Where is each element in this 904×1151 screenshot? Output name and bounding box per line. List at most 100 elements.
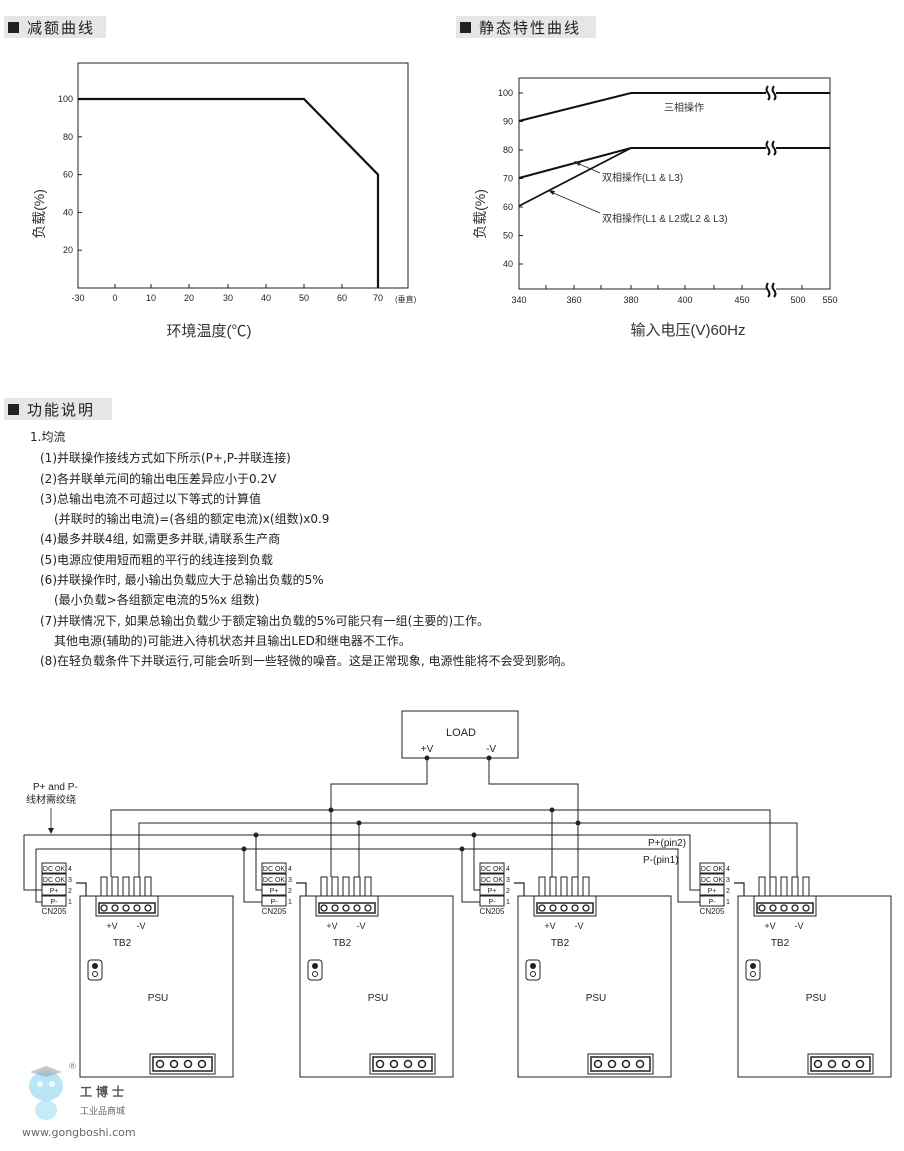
terminal-post xyxy=(320,876,328,897)
junction-dot xyxy=(328,807,334,813)
cn205-pin-label: DC OK xyxy=(43,877,66,884)
psu-body xyxy=(299,895,454,1078)
screw-icon xyxy=(353,904,361,912)
note-line: (5)电源应使用短而粗的平行的线连接到负载 xyxy=(40,552,273,567)
cn205-pin-box xyxy=(41,895,67,907)
cn205-pin-box xyxy=(261,895,287,907)
cn205-cable xyxy=(76,882,87,896)
cn205-pin-number: 2 xyxy=(726,888,730,895)
tb2-label: TB2 xyxy=(771,938,790,949)
cn205-pin-box xyxy=(479,873,505,885)
psu-body xyxy=(737,895,892,1078)
cn205-pin-label: P+ xyxy=(708,888,717,895)
screw-icon xyxy=(389,1059,399,1069)
x-tick-label: -30 xyxy=(71,293,84,303)
x-tick-label: 40 xyxy=(261,293,271,303)
junction-dot xyxy=(241,846,247,852)
cn205-cable xyxy=(296,882,307,896)
watermark-brand: 工博士 xyxy=(80,1085,129,1099)
y-tick-label: 40 xyxy=(503,259,513,269)
adjust-knob-icon xyxy=(307,959,323,981)
screw-icon xyxy=(791,904,799,912)
pos-bus-mid xyxy=(331,809,553,877)
screw-icon xyxy=(813,1059,823,1069)
psu-body xyxy=(79,895,234,1078)
terminal-post xyxy=(331,876,339,897)
arrow-icon xyxy=(574,161,581,166)
p-minus-bus-label: P-(pin1) xyxy=(643,855,679,866)
watermark-sub: 工业品商城 xyxy=(80,1107,126,1117)
cn205-pin-label: P- xyxy=(51,899,59,906)
arrow-icon xyxy=(548,190,555,195)
cn205-pin-label: DC OK xyxy=(43,866,66,873)
square-bullet-icon xyxy=(8,403,19,415)
x-tick-label: 30 xyxy=(223,293,233,303)
trimmer-icon xyxy=(312,971,318,977)
p-plus-bus xyxy=(24,834,700,891)
note-line: (8)在轻负载条件下并联运行,可能会听到一些轻微的噪音。这是正常现象, 电源性能… xyxy=(40,654,573,669)
cn205-pin-label: P+ xyxy=(50,888,59,895)
screw-icon xyxy=(320,904,328,912)
terminal-post xyxy=(582,876,590,897)
screw-icon xyxy=(364,904,372,912)
screw-icon xyxy=(342,904,350,912)
output-neg-label: -V xyxy=(795,921,804,931)
cn205-pin-box xyxy=(479,895,505,907)
led-icon xyxy=(92,963,98,969)
axis-break-icon xyxy=(765,85,777,298)
watermark-logo xyxy=(16,1062,76,1122)
cn205-pin-label: P- xyxy=(271,899,279,906)
section-header-derating: 减额曲线 xyxy=(4,16,106,38)
output-pos-label: +V xyxy=(544,921,555,931)
terminal-post xyxy=(144,876,152,897)
function-notes: 1.均流 (1)并联操作接线方式如下所示(P+,P-并联连接) (2)各并联单元… xyxy=(30,427,572,672)
screw-icon xyxy=(841,1059,851,1069)
terminal-post xyxy=(111,876,119,897)
cn205-pin-label: DC OK xyxy=(263,877,286,884)
terminal-post xyxy=(571,876,579,897)
section-title: 功能说明 xyxy=(27,400,96,419)
input-terminal-inner xyxy=(810,1056,871,1072)
y-tick-label: 100 xyxy=(498,88,513,98)
note-line: (7)并联情况下, 如果总输出负载少于额定输出负载的5%可能只有一组(主要的)工… xyxy=(40,613,490,628)
load-pos-wire xyxy=(330,758,428,877)
static-plot-frame xyxy=(518,77,831,290)
cn205-pin-number: 1 xyxy=(726,899,730,906)
y-tick-label: 60 xyxy=(63,170,73,180)
cn205-label: CN205 xyxy=(480,907,505,916)
y-tick-label: 70 xyxy=(503,174,513,184)
screw-icon xyxy=(100,904,108,912)
y-tick-label: 90 xyxy=(503,117,513,127)
psu-body xyxy=(517,895,672,1078)
note-line: 其他电源(辅助的)可能进入待机状态并且输出LED和继电器不工作。 xyxy=(54,633,411,648)
cn205-pin-label: DC OK xyxy=(701,866,724,873)
output-pos-label: +V xyxy=(764,921,775,931)
x-tick-label: 450 xyxy=(734,295,749,305)
x-tick-label: 380 xyxy=(623,295,638,305)
twist-note-line2: 线材需绞绕 xyxy=(26,793,76,806)
output-pos-label: +V xyxy=(326,921,337,931)
cn205-pin-box xyxy=(699,895,725,907)
watermark-url: www.gongboshi.com xyxy=(22,1126,136,1139)
arrow-icon xyxy=(48,828,54,834)
screw-icon xyxy=(183,1059,193,1069)
note-line: (3)总输出电流不可超过以下等式的计算值 xyxy=(40,491,261,506)
watermark-reg: ® xyxy=(68,1062,77,1072)
x-tick-label: 70 xyxy=(373,293,383,303)
junction-dot xyxy=(486,755,492,761)
led-icon xyxy=(312,963,318,969)
y-tick-label: 80 xyxy=(63,132,73,142)
cn205-pin-number: 4 xyxy=(726,866,730,873)
screw-icon xyxy=(403,1059,413,1069)
section-header-function: 功能说明 xyxy=(4,398,112,420)
junction-dot xyxy=(253,832,259,838)
three-phase-line xyxy=(518,92,830,122)
cn205-pin-number: 3 xyxy=(506,877,510,884)
cn205-cable xyxy=(514,882,525,896)
cn205-pin-label: P+ xyxy=(488,888,497,895)
adjust-knob-icon xyxy=(87,959,103,981)
static-x-label: 输入电压(V)60Hz xyxy=(630,322,745,339)
screw-icon xyxy=(827,1059,837,1069)
